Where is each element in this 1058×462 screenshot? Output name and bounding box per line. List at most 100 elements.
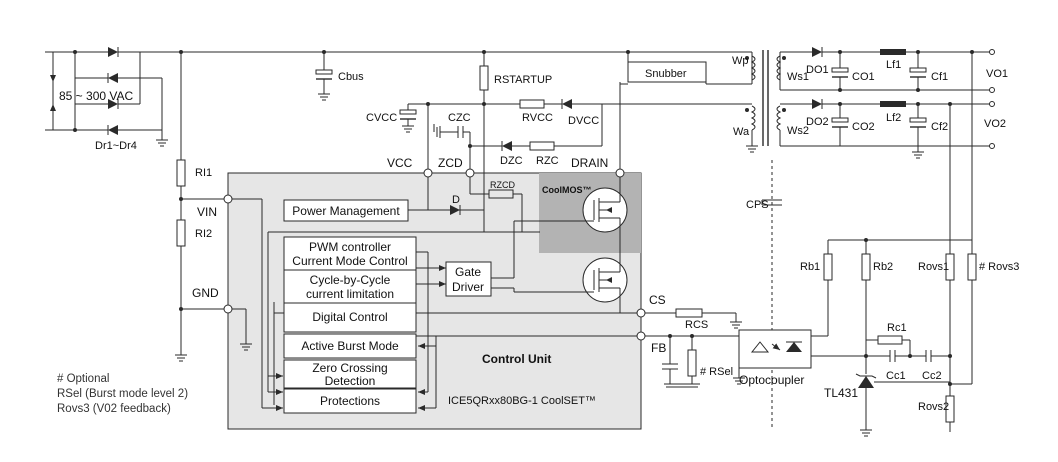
rzcd-label: RZCD — [490, 180, 515, 190]
ic-internal-wiring — [228, 172, 641, 411]
dvcc-label: DVCC — [568, 115, 599, 127]
coolmos-mosfet — [582, 187, 628, 234]
pwm-controller-block — [283, 236, 417, 271]
note-rovs3: Rovs3 (V02 feedback) — [57, 403, 171, 415]
rovs1-label: Rovs1 — [918, 261, 949, 273]
cs-pin — [636, 308, 646, 318]
dzc-label: DZC — [500, 155, 523, 167]
cps-capacitor — [761, 199, 782, 206]
transformer — [602, 50, 786, 153]
vin-pin — [223, 194, 233, 204]
zero-crossing-block — [283, 359, 417, 389]
cvcc-label: CVCC — [366, 112, 397, 124]
do1-label: DO1 — [806, 64, 829, 76]
cf1-label: Cf1 — [931, 71, 948, 83]
wp-label: Wp — [732, 55, 749, 67]
rzc-label: RZC — [536, 155, 559, 167]
cs-pin-label: CS — [649, 293, 666, 307]
power-management-block — [283, 199, 409, 222]
rsel-label: # RSel — [700, 366, 733, 378]
cc1-label: Cc1 — [886, 370, 906, 382]
vcc-pin — [423, 168, 433, 178]
snubber-label: Snubber — [645, 68, 687, 80]
cbus-label: Cbus — [338, 71, 364, 83]
active-burst-label: Active Burst Mode — [301, 339, 399, 353]
czc-label: CZC — [448, 112, 471, 124]
co2-label: CO2 — [852, 121, 875, 133]
ws1-label: Ws1 — [787, 71, 809, 83]
drain-pin-label: DRAIN — [571, 156, 608, 170]
gate-driver-label-2: Driver — [452, 280, 484, 294]
fb-pin-label: FB — [651, 341, 666, 355]
note-rsel: RSel (Burst mode level 2) — [57, 388, 189, 400]
zero-crossing-label-1: Zero Crossing — [312, 361, 387, 375]
input-divider — [175, 52, 225, 362]
gnd-pin-label: GND — [192, 286, 219, 300]
lf2-label: Lf2 — [886, 112, 901, 124]
vo1-label: VO1 — [986, 68, 1008, 80]
active-burst-block — [283, 333, 417, 359]
sense-mosfet — [582, 257, 628, 303]
rstartup-label: RSTARTUP — [494, 74, 552, 86]
digital-control-label: Digital Control — [312, 310, 387, 324]
cf2-label: Cf2 — [931, 121, 948, 133]
part-name-label: ICE5QRxx80BG-1 CoolSET™ — [448, 395, 596, 407]
ri2-label: RI2 — [195, 228, 212, 240]
output-1 — [780, 47, 995, 93]
gate-driver-block — [445, 261, 492, 297]
vcc-network — [399, 99, 603, 172]
output-2 — [779, 99, 995, 159]
pwm-controller-label-1: PWM controller — [309, 240, 391, 254]
zcd-pin-label: ZCD — [438, 156, 463, 170]
cc2-label: Cc2 — [922, 370, 942, 382]
snubber-block — [619, 52, 752, 172]
gate-driver-label-1: Gate — [455, 265, 481, 279]
gnd-pin — [223, 304, 233, 314]
protections-block — [283, 388, 417, 414]
fb-pin — [636, 331, 646, 341]
cycle-by-cycle-block — [283, 269, 417, 304]
rb2-label: Rb2 — [873, 261, 893, 273]
optocoupler-label: Optocoupler — [739, 373, 804, 387]
power-management-label: Power Management — [292, 204, 400, 218]
notes: # Optional RSel (Burst mode level 2) Rov… — [57, 372, 188, 417]
ws2-label: Ws2 — [787, 125, 809, 137]
cs-fb-external — [641, 308, 742, 388]
rovs3-label: # Rovs3 — [979, 261, 1019, 273]
optocoupler — [641, 329, 812, 385]
do2-label: DO2 — [806, 116, 829, 128]
rc1-label: Rc1 — [887, 322, 907, 334]
protections-label: Protections — [320, 394, 380, 408]
input-voltage-label: 85 ~ 300 VAC — [59, 89, 133, 103]
cycle-by-cycle-label-2: current limitation — [306, 287, 394, 301]
rvcc-label: RVCC — [522, 112, 553, 124]
zero-crossing-label-2: Detection — [325, 374, 376, 388]
control-unit-label: Control Unit — [482, 352, 551, 366]
coolmos-label: CoolMOS™ — [542, 185, 592, 195]
co1-label: CO1 — [852, 71, 875, 83]
lf1-label: Lf1 — [886, 59, 901, 71]
tl431-label: TL431 — [824, 386, 858, 400]
digital-control-block — [283, 302, 417, 333]
rstartup-resistor — [479, 52, 489, 172]
rcs-label: RCS — [685, 319, 708, 331]
rb1-label: Rb1 — [800, 261, 820, 273]
note-optional: # Optional — [57, 373, 110, 385]
vo2-label: VO2 — [984, 118, 1006, 130]
vcc-pin-label: VCC — [387, 156, 413, 170]
diode-d-label: D — [452, 194, 460, 206]
cbus-capacitor — [315, 52, 333, 101]
cps-label: CPS — [746, 199, 769, 211]
zcd-pin — [465, 168, 475, 178]
ri1-label: RI1 — [195, 167, 212, 179]
wa-label: Wa — [733, 126, 750, 138]
feedback-network — [810, 52, 977, 437]
bridge-diode-label: Dr1~Dr4 — [95, 140, 137, 152]
pwm-controller-label-2: Current Mode Control — [292, 254, 407, 268]
vin-pin-label: VIN — [197, 205, 217, 219]
rovs2-label: Rovs2 — [918, 401, 949, 413]
drain-pin — [615, 168, 625, 178]
cycle-by-cycle-label-1: Cycle-by-Cycle — [310, 273, 391, 287]
bridge-rectifier — [45, 47, 168, 147]
